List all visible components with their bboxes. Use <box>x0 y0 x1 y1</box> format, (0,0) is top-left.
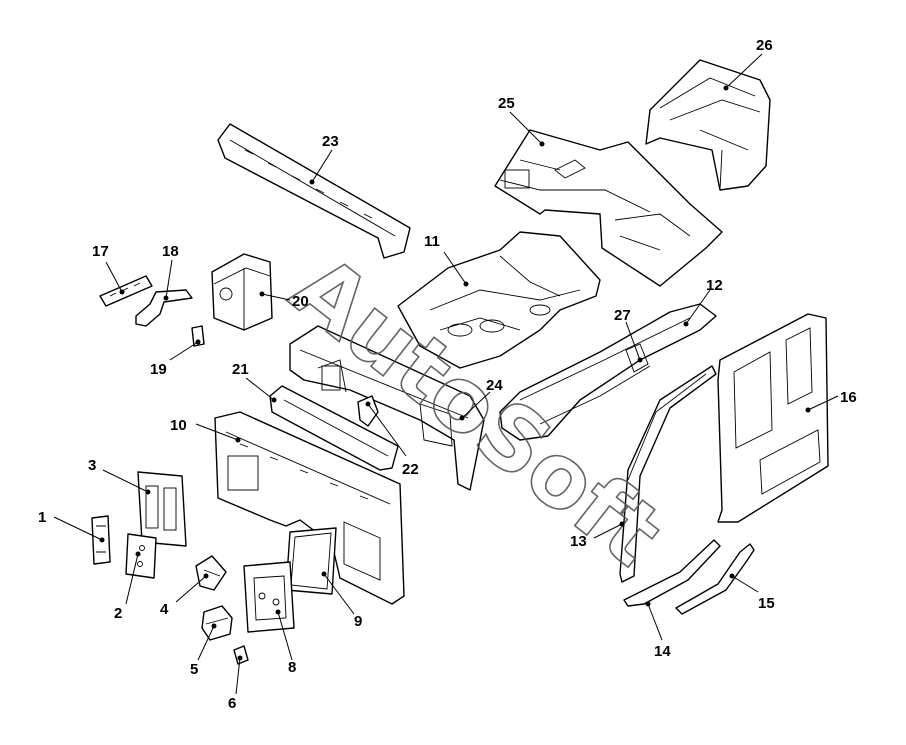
part-6-clip <box>233 645 249 665</box>
callout-3: 3 <box>88 457 96 474</box>
callout-27: 27 <box>614 307 631 324</box>
part-8-plate <box>243 561 295 633</box>
callout-2: 2 <box>114 605 122 622</box>
callout-4: 4 <box>160 601 169 618</box>
callout-15: 15 <box>758 595 775 612</box>
part-18-pipe <box>135 289 193 327</box>
callout-14: 14 <box>654 643 671 660</box>
part-5-block <box>201 605 233 641</box>
callout-16: 16 <box>840 389 857 406</box>
part-21-bar <box>269 385 399 471</box>
callout-21: 21 <box>232 361 249 378</box>
callout-13: 13 <box>570 533 587 550</box>
callout-lines <box>53 53 839 695</box>
part-4-bracket <box>195 555 227 591</box>
part-3-frame <box>137 471 187 547</box>
part-11-main-floor <box>397 231 601 369</box>
part-23-cross-beam <box>217 123 411 259</box>
callout-23: 23 <box>322 133 339 150</box>
callout-24: 24 <box>486 377 503 394</box>
callout-26: 26 <box>756 37 773 54</box>
callout-19: 19 <box>150 361 167 378</box>
callout-25: 25 <box>498 95 515 112</box>
part-17-bar <box>99 275 153 307</box>
callout-10: 10 <box>170 417 187 434</box>
callout-5: 5 <box>190 661 198 678</box>
callout-11: 11 <box>424 233 440 250</box>
part-10-front-panel <box>214 411 405 605</box>
part-22-fitting <box>357 395 379 427</box>
part-13-pillar <box>619 365 717 583</box>
part-15-rail <box>675 543 755 615</box>
part-14-rail <box>623 539 721 607</box>
part-2-plate <box>125 533 157 579</box>
callout-6: 6 <box>228 695 236 712</box>
part-19-bolt <box>191 325 205 347</box>
callout-22: 22 <box>402 461 419 478</box>
part-frame-assembly <box>289 325 485 491</box>
part-26-rear-support <box>645 59 771 191</box>
callout-12: 12 <box>706 277 723 294</box>
callout-1: 1 <box>38 509 46 526</box>
callout-9: 9 <box>354 613 362 630</box>
part-25-rear-floor <box>494 129 723 287</box>
part-9-gasket <box>285 527 337 595</box>
callout-labels: 1 2 3 4 5 6 8 9 10 11 12 13 14 15 16 17 … <box>38 37 857 712</box>
callout-18: 18 <box>162 243 179 260</box>
callout-20: 20 <box>292 293 309 310</box>
callout-8: 8 <box>288 659 296 676</box>
callout-17: 17 <box>92 243 109 260</box>
part-20-box <box>211 253 273 331</box>
part-16-side-panel <box>717 313 829 523</box>
